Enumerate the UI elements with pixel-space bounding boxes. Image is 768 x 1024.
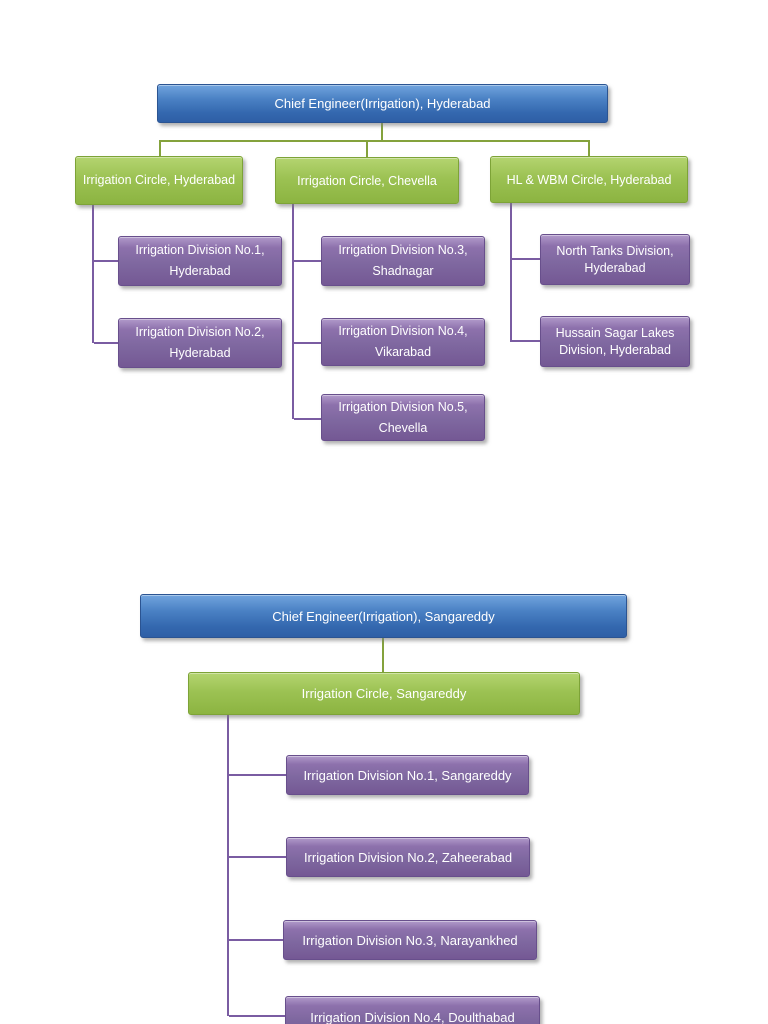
org1-branchC-stub2 <box>512 340 540 342</box>
org2-division2-box: Irrigation Division No.2, Zaheerabad <box>286 837 530 877</box>
org1-branchC-vertical <box>510 203 512 342</box>
org1-division1-box: Irrigation Division No.1, Hyderabad <box>118 236 282 286</box>
org2-division3-box: Irrigation Division No.3, Narayankhed <box>283 920 537 960</box>
org1-branchC-stub1 <box>512 258 540 260</box>
org1-root-box: Chief Engineer(Irrigation), Hyderabad <box>157 84 608 123</box>
org2-stub1 <box>229 774 286 776</box>
org2-branch-vertical <box>227 715 229 1016</box>
org1-branchB-stub1 <box>294 260 321 262</box>
org1-division5-box: Irrigation Division No.5, Chevella <box>321 394 485 441</box>
org1-connector-root-drop <box>381 123 383 141</box>
org1-circle-chevella-box: Irrigation Circle, Chevella <box>275 157 459 204</box>
org1-circle-hyderabad-box: Irrigation Circle, Hyderabad <box>75 156 243 205</box>
org1-connector-stub-left <box>159 141 161 157</box>
org1-branchA-stub2 <box>94 342 118 344</box>
org2-root-box: Chief Engineer(Irrigation), Sangareddy <box>140 594 627 638</box>
org1-connector-horizontal <box>159 140 590 142</box>
org2-division4-box: Irrigation Division No.4, Doulthabad <box>285 996 540 1024</box>
org1-hussain-sagar-box: Hussain Sagar Lakes Division, Hyderabad <box>540 316 690 367</box>
org1-branchB-stub3 <box>294 418 321 420</box>
org2-connector-root-drop <box>382 638 384 672</box>
org2-stub2 <box>229 856 286 858</box>
org1-branchB-stub2 <box>294 342 321 344</box>
org1-circle-hlwbm-box: HL & WBM Circle, Hyderabad <box>490 156 688 203</box>
org1-connector-stub-middle <box>366 141 368 158</box>
org2-stub3 <box>229 939 283 941</box>
org1-division2-box: Irrigation Division No.2, Hyderabad <box>118 318 282 368</box>
org1-branchA-vertical <box>92 205 94 343</box>
org2-division1-box: Irrigation Division No.1, Sangareddy <box>286 755 529 795</box>
org2-stub4 <box>229 1015 285 1017</box>
org1-division4-box: Irrigation Division No.4, Vikarabad <box>321 318 485 366</box>
org1-branchB-vertical <box>292 204 294 419</box>
org1-connector-stub-right <box>588 141 590 157</box>
org1-division3-box: Irrigation Division No.3, Shadnagar <box>321 236 485 286</box>
org1-branchA-stub1 <box>94 260 118 262</box>
org2-circle-sangareddy-box: Irrigation Circle, Sangareddy <box>188 672 580 715</box>
org1-north-tanks-box: North Tanks Division, Hyderabad <box>540 234 690 285</box>
